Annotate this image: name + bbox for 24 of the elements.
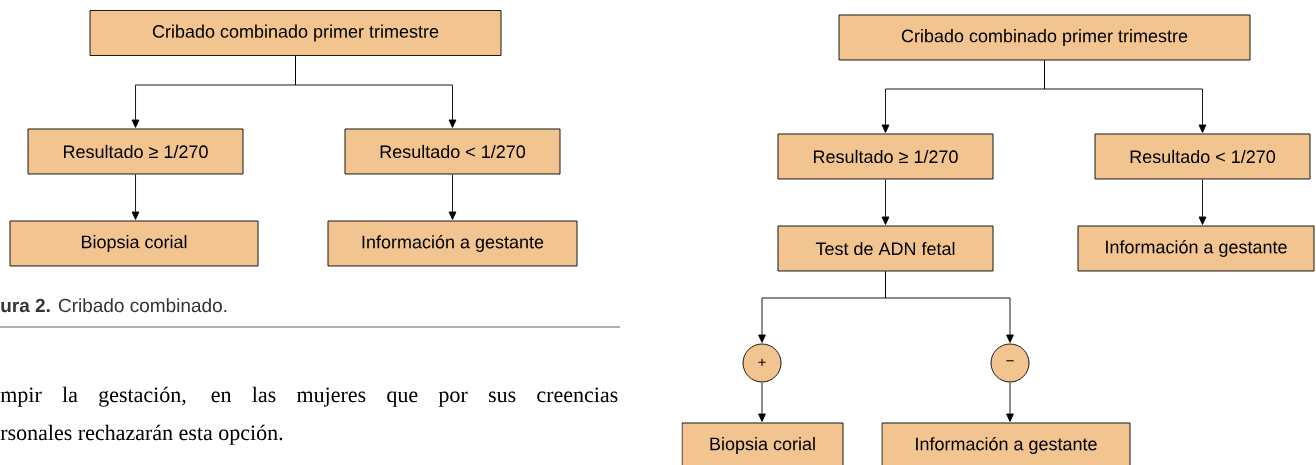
arrow <box>448 174 457 220</box>
process-box: Cribado combinado primer trimestre <box>89 10 502 56</box>
process-box: Información a gestante <box>881 422 1131 465</box>
process-box: Biopsia corial <box>681 422 844 465</box>
process-box: Resultado < 1/270 <box>344 128 561 175</box>
process-box: Test de ADN fetal <box>777 225 994 272</box>
arrow <box>881 179 890 225</box>
process-box: Información a gestante <box>327 220 578 267</box>
arrow <box>885 271 1014 343</box>
process-box: Cribado combinado primer trimestre <box>838 14 1251 61</box>
body-text: rsonales rechazarán esta opción. <box>0 424 283 445</box>
arrow <box>1198 179 1207 225</box>
arrow <box>758 382 766 422</box>
arrow <box>295 55 457 128</box>
process-box: Resultado ≥ 1/270 <box>27 128 244 175</box>
process-box: Resultado < 1/270 <box>1094 133 1311 180</box>
process-box: Biopsia corial <box>9 220 259 267</box>
arrow <box>1006 382 1014 422</box>
body-text: mpir la gestación, en las mujeres que por sus creencias <box>0 386 618 407</box>
process-box: Información a gestante <box>1077 225 1315 272</box>
caption: ura 2. Cribado combinado. <box>1 298 227 313</box>
arrow <box>1044 60 1207 133</box>
process-box: Resultado ≥ 1/270 <box>777 133 994 180</box>
arrow <box>131 174 140 220</box>
